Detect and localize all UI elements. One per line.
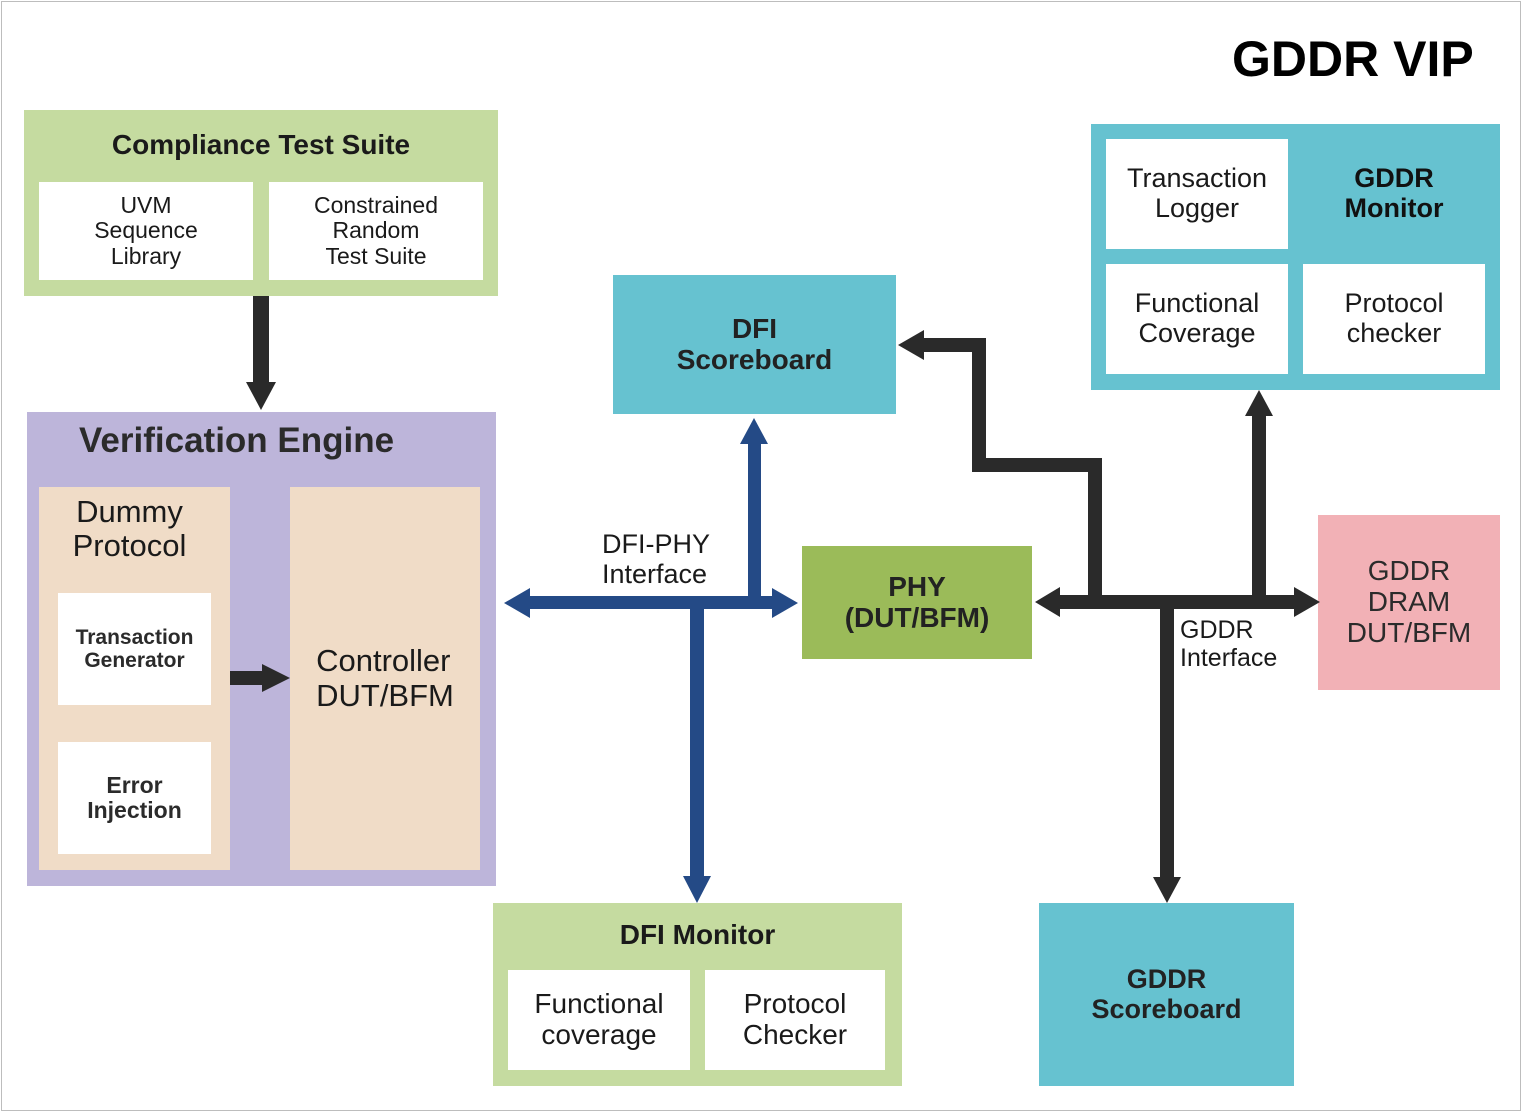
dfi-protocol-checker: Protocol Checker bbox=[705, 970, 885, 1070]
transaction-generator-label: Transaction Generator bbox=[75, 625, 194, 672]
gddr-monitor-title: GDDR Monitor bbox=[1344, 163, 1444, 223]
generator-to-controller-arrow bbox=[230, 664, 290, 692]
functional-coverage-label: Functional Coverage bbox=[1134, 288, 1260, 348]
gddr-monitor-title-area: GDDR Monitor bbox=[1303, 139, 1485, 249]
uvm-sequence-library: UVM Sequence Library bbox=[39, 182, 253, 280]
protocol-checker-label: Protocol checker bbox=[1344, 288, 1444, 348]
error-injection-label: Error Injection bbox=[87, 771, 182, 823]
verification-engine: Verification Engine Dummy Protocol Trans… bbox=[27, 412, 496, 886]
gddr-scoreboard: GDDR Scoreboard bbox=[1039, 903, 1294, 1086]
dfi-monitor: DFI Monitor Functional coverage Protocol… bbox=[493, 903, 902, 1086]
functional-coverage: Functional Coverage bbox=[1106, 264, 1288, 374]
constrained-random-test-suite: Constrained Random Test Suite bbox=[269, 182, 483, 280]
error-injection: Error Injection bbox=[58, 742, 211, 854]
dummy-protocol: Dummy Protocol Transaction Generator Err… bbox=[39, 487, 230, 870]
dfi-scoreboard-label: DFI Scoreboard bbox=[676, 312, 833, 375]
gddr-dram-dut-bfm-label: GDDR DRAM DUT/BFM bbox=[1346, 555, 1472, 648]
dummy-protocol-title: Dummy Protocol bbox=[72, 494, 187, 564]
dfi-monitor-title: DFI Monitor bbox=[619, 919, 776, 950]
diagram-title: GDDR VIP bbox=[1232, 31, 1474, 87]
gddr-dram-dut-bfm: GDDR DRAM DUT/BFM bbox=[1318, 515, 1500, 690]
phy-dut-bfm: PHY (DUT/BFM) bbox=[802, 546, 1032, 659]
controller-dut-bfm: Controller DUT/BFM bbox=[290, 487, 480, 870]
dfi-scoreboard: DFI Scoreboard bbox=[613, 275, 896, 414]
compliance-test-suite: Compliance Test Suite UVM Sequence Libra… bbox=[24, 110, 498, 296]
gddr-interface-arrows bbox=[898, 330, 1320, 903]
constrained-random-test-suite-label: Constrained Random Test Suite bbox=[313, 192, 439, 269]
dfi-phy-interface-label: DFI-PHY Interface bbox=[602, 529, 710, 589]
protocol-checker: Protocol checker bbox=[1303, 264, 1485, 374]
verification-engine-title: Verification Engine bbox=[79, 421, 395, 460]
transaction-generator: Transaction Generator bbox=[58, 593, 211, 705]
gddr-interface-label: GDDR Interface bbox=[1180, 616, 1278, 672]
controller-dut-bfm-label: Controller DUT/BFM bbox=[316, 643, 454, 713]
uvm-sequence-library-label: UVM Sequence Library bbox=[94, 192, 198, 269]
dfi-protocol-checker-label: Protocol Checker bbox=[742, 988, 848, 1050]
phy-dut-bfm-label: PHY (DUT/BFM) bbox=[844, 570, 990, 633]
dfi-phy-interface-arrows bbox=[504, 418, 798, 903]
dfi-functional-coverage: Functional coverage bbox=[508, 970, 690, 1070]
transaction-logger-label: Transaction Logger bbox=[1126, 163, 1268, 223]
compliance-test-suite-title: Compliance Test Suite bbox=[111, 129, 411, 160]
compliance-to-engine-arrow bbox=[246, 296, 276, 410]
gddr-monitor: Transaction Logger GDDR Monitor Function… bbox=[1091, 124, 1500, 390]
gddr-scoreboard-label: GDDR Scoreboard bbox=[1091, 963, 1242, 1024]
dfi-functional-coverage-label: Functional coverage bbox=[534, 988, 664, 1050]
transaction-logger: Transaction Logger bbox=[1106, 139, 1288, 249]
